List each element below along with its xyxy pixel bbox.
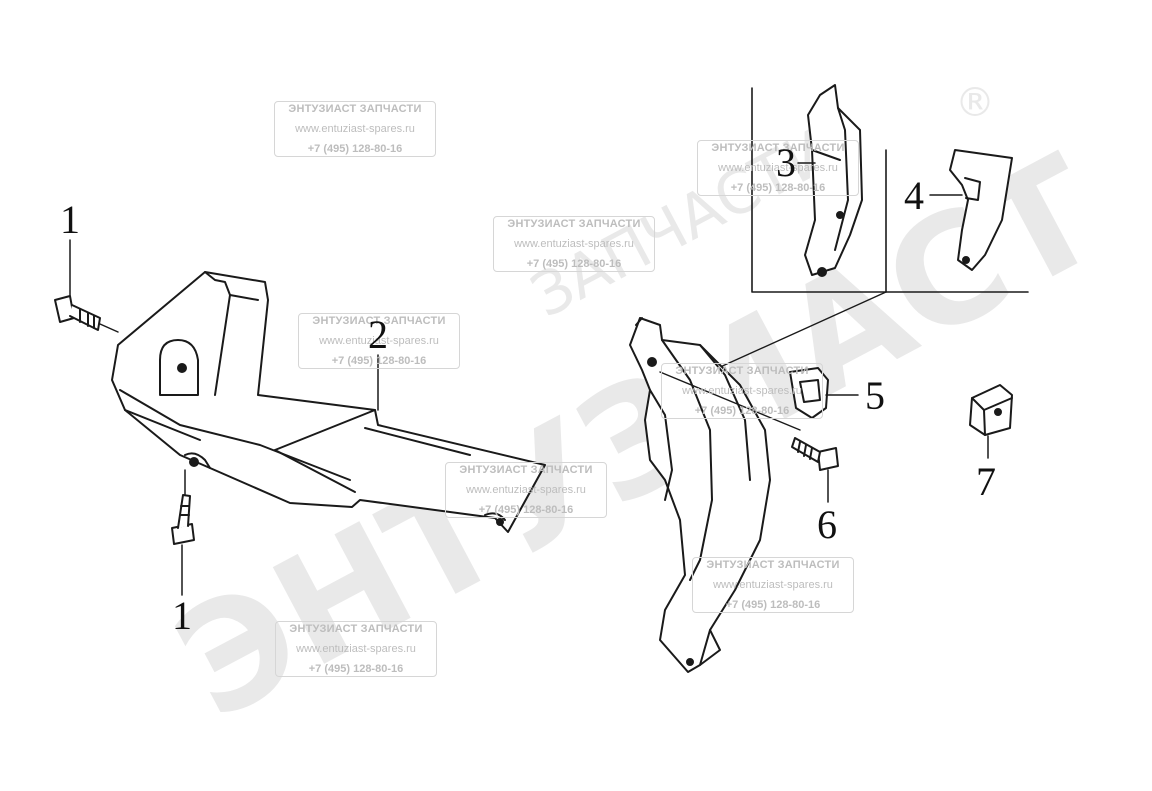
watermark-company: ЭНТУЗИАСТ ЗАПЧАСТИ [711,142,845,154]
callout-1-upper: 1 [60,197,80,242]
part-6-bolt [791,437,839,503]
watermark-box: ЭНТУЗИАСТ ЗАПЧАСТИ www.entuziast-spares.… [298,313,460,369]
watermark-phone: +7 (495) 128-80-16 [478,504,574,516]
right-shield-assembly [629,317,801,673]
watermark-phone: +7 (495) 128-80-16 [730,182,826,194]
watermark-website: www.entuziast-spares.ru [319,335,439,347]
watermark-phone: +7 (495) 128-80-16 [725,599,821,611]
registered-mark: ® [955,80,995,126]
watermark-website: www.entuziast-spares.ru [295,123,415,135]
watermark-company: ЭНТУЗИАСТ ЗАПЧАСТИ [706,559,840,571]
watermark-company: ЭНТУЗИАСТ ЗАПЧАСТИ [288,103,422,115]
watermark-company: ЭНТУЗИАСТ ЗАПЧАСТИ [675,365,809,377]
watermark-box: ЭНТУЗИАСТ ЗАПЧАСТИ www.entuziast-spares.… [275,621,437,677]
watermark-phone: +7 (495) 128-80-16 [331,355,427,367]
watermark-phone: +7 (495) 128-80-16 [308,663,404,675]
part-5-clip [789,367,859,419]
watermark-box: ЭНТУЗИАСТ ЗАПЧАСТИ www.entuziast-spares.… [493,216,655,272]
watermark-company: ЭНТУЗИАСТ ЗАПЧАСТИ [507,218,641,230]
watermark-company: ЭНТУЗИАСТ ЗАПЧАСТИ [312,315,446,327]
watermark-website: www.entuziast-spares.ru [514,238,634,250]
part-2-lower-shield [111,271,546,533]
watermark-box: ЭНТУЗИАСТ ЗАПЧАСТИ www.entuziast-spares.… [692,557,854,613]
part-1-bolt-upper [54,239,119,333]
part-1-bolt-lower [171,469,195,596]
callout-6: 6 [817,502,837,547]
watermark-box: ЭНТУЗИАСТ ЗАПЧАСТИ www.entuziast-spares.… [661,363,823,419]
watermark-phone: +7 (495) 128-80-16 [307,143,403,155]
watermark-phone: +7 (495) 128-80-16 [526,258,622,270]
part-3-bracket [797,84,863,277]
watermark-website: www.entuziast-spares.ru [682,385,802,397]
callout-1-lower: 1 [172,593,192,638]
watermark-phone: +7 (495) 128-80-16 [694,405,790,417]
watermark-website: www.entuziast-spares.ru [713,579,833,591]
watermark-website: www.entuziast-spares.ru [718,162,838,174]
callout-2: 2 [368,312,388,357]
watermark-box: ЭНТУЗИАСТ ЗАПЧАСТИ www.entuziast-spares.… [445,462,607,518]
watermark-website: www.entuziast-spares.ru [296,643,416,655]
callout-5: 5 [865,373,885,418]
watermark-website: www.entuziast-spares.ru [466,484,586,496]
watermark-company: ЭНТУЗИАСТ ЗАПЧАСТИ [459,464,593,476]
callout-3: 3 [776,140,796,185]
watermark-box: ЭНТУЗИАСТ ЗАПЧАСТИ www.entuziast-spares.… [274,101,436,157]
part-4-bracket [929,149,1013,271]
callout-4: 4 [904,173,924,218]
watermark-box: ЭНТУЗИАСТ ЗАПЧАСТИ www.entuziast-spares.… [697,140,859,196]
watermark-company: ЭНТУЗИАСТ ЗАПЧАСТИ [289,623,423,635]
part-7-clip-nut [969,384,1013,459]
callout-7: 7 [976,459,996,504]
